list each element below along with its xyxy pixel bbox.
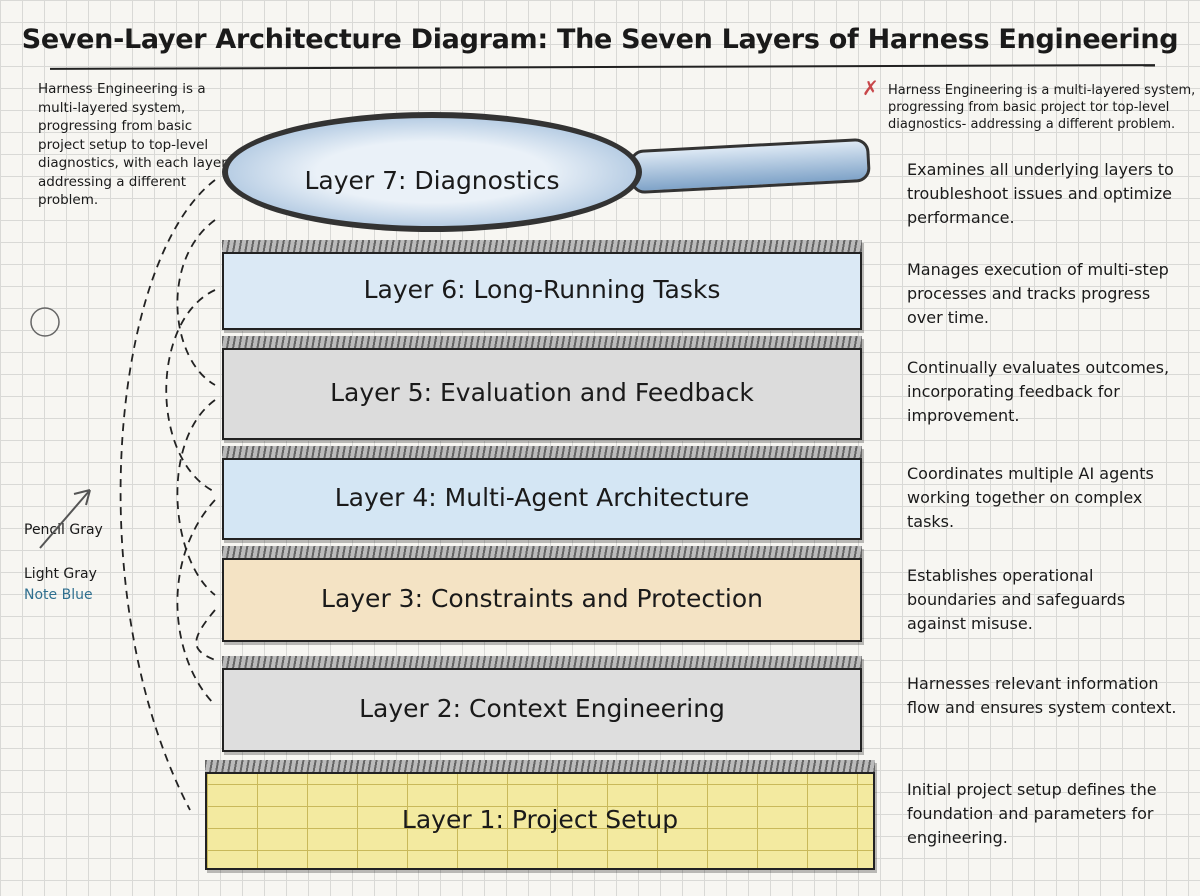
layer-4-description: Coordinates multiple AI agents working t… bbox=[907, 464, 1154, 531]
layer-3-description: Establishes operational boundaries and s… bbox=[907, 566, 1126, 633]
arrow-l7-l5 bbox=[176, 219, 216, 386]
magnifier-lens bbox=[222, 112, 642, 232]
arrow-l3-l2 bbox=[195, 609, 216, 661]
layer-7-label: Layer 7: Diagnostics bbox=[304, 166, 560, 195]
arrow-l6-l4 bbox=[165, 289, 216, 493]
layer-3-slab: Layer 3: Constraints and Protection bbox=[222, 546, 862, 642]
slab-top-edge bbox=[205, 760, 875, 774]
cross-icon: ✗ bbox=[862, 76, 879, 100]
legend-note-blue: Note Blue bbox=[24, 587, 93, 603]
layer-1-slab: Layer 1: Project Setup bbox=[205, 760, 875, 870]
layer-1-label: Layer 1: Project Setup bbox=[401, 804, 679, 834]
layer-6-description: Manages execution of multi-step processe… bbox=[907, 260, 1169, 327]
slab-top-edge bbox=[222, 240, 862, 254]
layer-4-slab: Layer 4: Multi-Agent Architecture bbox=[222, 446, 862, 540]
layer-5-label: Layer 5: Evaluation and Feedback bbox=[330, 377, 754, 407]
layer-7-description: Examines all underlying layers to troubl… bbox=[907, 160, 1174, 227]
slab-top-edge bbox=[222, 336, 862, 350]
right-note: ✗ Harness Engineering is a multi-layered … bbox=[862, 78, 1198, 133]
layer-6-label: Layer 6: Long-Running Tasks bbox=[363, 274, 721, 304]
layer-5-description: Continually evaluates outcomes, incorpor… bbox=[907, 358, 1170, 425]
right-note-text: Harness Engineering is a multi-layered s… bbox=[888, 83, 1196, 132]
layer-3-label: Layer 3: Constraints and Protection bbox=[321, 583, 763, 613]
arrow-l1-l7 bbox=[119, 179, 216, 811]
slab-top-edge bbox=[222, 546, 862, 560]
layer-2-slab: Layer 2: Context Engineering bbox=[222, 656, 862, 752]
page-title: Seven-Layer Architecture Diagram: The Se… bbox=[21, 24, 1179, 55]
pencil-arrow bbox=[39, 489, 91, 549]
slab-top-edge bbox=[222, 446, 862, 460]
arrow-l4-l2 bbox=[176, 499, 216, 706]
slab-top-edge bbox=[222, 656, 862, 670]
layer-1-description: Initial project setup defines the founda… bbox=[907, 780, 1157, 847]
layer-2-label: Layer 2: Context Engineering bbox=[359, 693, 725, 723]
layer-6-slab: Layer 6: Long-Running Tasks bbox=[222, 240, 862, 330]
compass-sketch bbox=[30, 307, 60, 337]
layer-5-slab: Layer 5: Evaluation and Feedback bbox=[222, 336, 862, 440]
arrow-l5-l3 bbox=[176, 399, 216, 596]
legend-pencil-gray: Pencil Gray bbox=[24, 522, 103, 538]
layer-2-description: Harnesses relevant information flow and … bbox=[907, 674, 1177, 717]
left-note: Harness Engineering is a multi-layered s… bbox=[38, 81, 227, 208]
legend-light-gray: Light Gray bbox=[24, 566, 97, 582]
layer-4-label: Layer 4: Multi-Agent Architecture bbox=[334, 482, 750, 512]
